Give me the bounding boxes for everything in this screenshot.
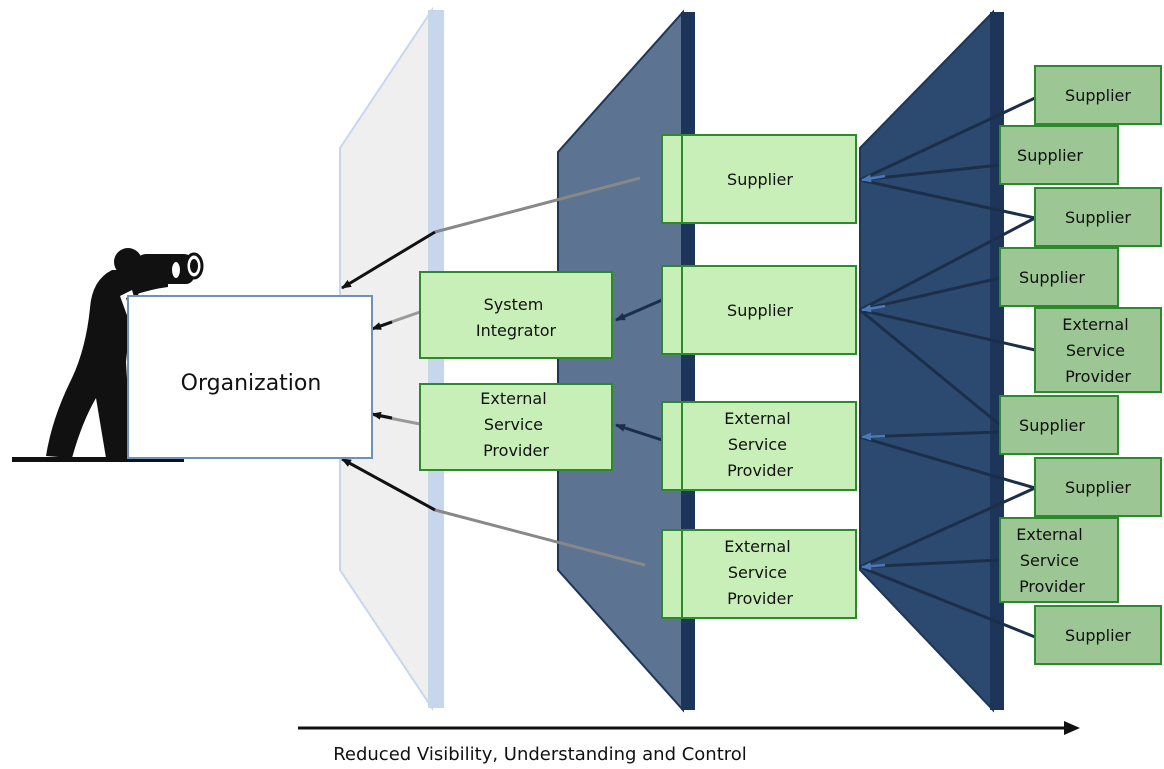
visibility-panel-1	[339, 6, 444, 712]
svg-text:Supplier: Supplier	[1065, 478, 1131, 497]
tier2-label: External Service Provider	[724, 537, 795, 608]
tier3-supplier-5: Supplier	[999, 395, 1119, 455]
visibility-panel-3	[859, 9, 1004, 713]
tier2-external-service-provider-2: External Service Provider	[661, 529, 857, 619]
svg-text:Supplier: Supplier	[1065, 626, 1131, 645]
tier3-supplier-7: Supplier	[1034, 605, 1162, 665]
axis-label: Reduced Visibility, Understanding and Co…	[333, 744, 747, 765]
tier2-label: External Service Provider	[724, 409, 795, 480]
organization-label: Organization	[181, 371, 322, 396]
tier1-system-integrator: System Integrator	[419, 271, 613, 359]
svg-text:Supplier: Supplier	[1065, 208, 1131, 227]
tier3-supplier-3: Supplier	[1034, 187, 1162, 247]
tier3-boxes: Supplier Supplier Supplier Supplier Exte…	[999, 65, 1162, 665]
tier3-supplier-2: Supplier	[999, 125, 1119, 185]
tier2-supplier-1: Supplier	[661, 134, 857, 224]
svg-text:Supplier: Supplier	[1019, 268, 1085, 287]
tier2-to-tier1-arrows	[615, 298, 663, 442]
arrow-head-icon	[1064, 721, 1080, 735]
svg-text:Supplier: Supplier	[1019, 416, 1085, 435]
tier2-supplier-2: Supplier	[661, 265, 857, 355]
tier1-label: System Integrator	[476, 295, 557, 340]
svg-text:Supplier: Supplier	[1017, 146, 1083, 165]
visibility-axis: Reduced Visibility, Understanding and Co…	[298, 721, 1080, 765]
tier2-external-service-provider-1: External Service Provider	[661, 401, 857, 491]
tier3-arrowheads	[861, 174, 886, 571]
tier1-external-service-provider: External Service Provider	[419, 383, 613, 471]
organization-arrows	[341, 176, 646, 567]
tier3-supplier-1: Supplier	[1034, 65, 1162, 125]
tier3-to-tier2-connectors	[859, 96, 1036, 639]
tier3-supplier-6: Supplier	[1034, 457, 1162, 517]
svg-text:External Service: External Service Provider	[1016, 525, 1087, 596]
tier2-label: Supplier	[727, 170, 793, 189]
tier3-external-service-provider-2: External Service Provider	[999, 517, 1119, 603]
tier3-supplier-4: Supplier	[999, 247, 1119, 307]
svg-text:External Service: External Service Provider	[1062, 315, 1133, 386]
organization-box: Organization	[127, 295, 373, 459]
svg-text:Supplier: Supplier	[1065, 86, 1131, 105]
tier1-label: External Service Provider	[480, 389, 551, 460]
tier3-external-service-provider-1: External Service Provider	[1034, 307, 1162, 393]
tier2-label: Supplier	[727, 301, 793, 320]
